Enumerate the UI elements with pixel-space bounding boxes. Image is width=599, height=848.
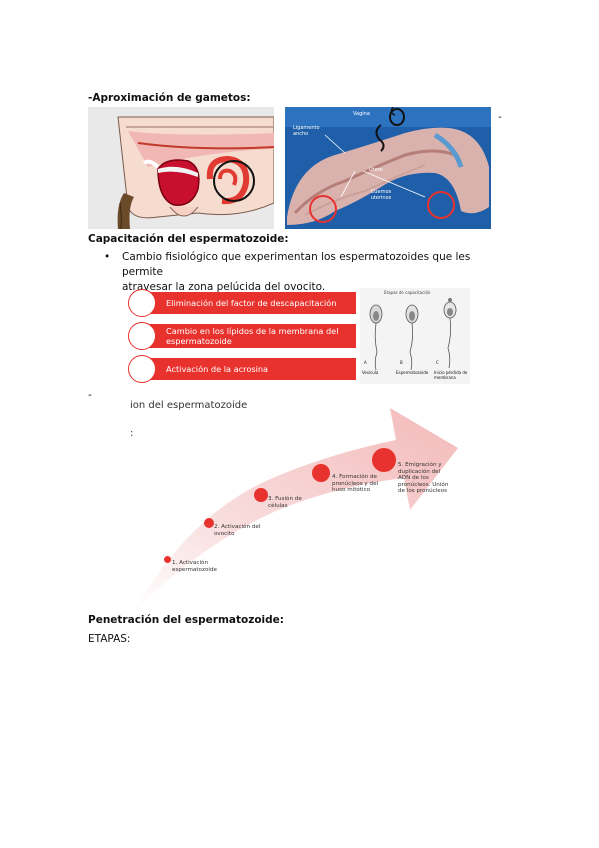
dash-marker-left: - [88, 389, 92, 401]
section-title-penetracion: Penetración del espermatozoide: [88, 614, 284, 626]
etapas-label: ETAPAS: [88, 633, 131, 645]
sperm-b-icon [405, 304, 419, 371]
sperm-caption-c: Inicio pérdida de membrana [434, 370, 468, 380]
partial-heading: ion del espermatozoide [130, 400, 248, 411]
dash-marker-right: - [498, 111, 502, 123]
uterus-photo: Vagina Ligamento ancho Útero Cuernos ute… [285, 106, 491, 229]
capacitation-step-1: Eliminación del factor de descapacitació… [140, 292, 356, 314]
bullet-dot: • [104, 251, 111, 263]
partial-colon: : [130, 428, 134, 439]
fertilization-arrow-diagram: 1. Activación espermatozoide 2. Activaci… [128, 406, 458, 614]
label-vagina: Vagina [353, 111, 370, 117]
sperm-label-c: C [436, 360, 439, 365]
section-title-aproximacion: -Aproximación de gametos: [88, 92, 251, 104]
uterus-photo-svg [285, 106, 491, 229]
step-4-dot [312, 464, 330, 482]
sperm-label-b: B [400, 360, 403, 365]
bullet-text: Cambio fisiológico que experimentan los … [122, 250, 502, 295]
capacitation-step-3-label: Activación de la acrosina [166, 364, 269, 374]
capacitation-step-2-circle [128, 322, 156, 350]
bullet-text-line-2: atravesar la zona pelúcida del ovocito. [122, 281, 326, 293]
capacitation-steps-diagram: Eliminación del factor de descapacitació… [128, 288, 356, 386]
sperm-capacitation-figure: Etapas de capacitación A B C Vesícula Es… [360, 288, 470, 384]
step-3-dot [254, 488, 268, 502]
sperm-a-icon [369, 304, 383, 371]
sperm-c-icon [443, 298, 457, 369]
capacitation-step-3-circle [128, 355, 156, 383]
sperm-caption-b: Espermatozoide [396, 370, 429, 375]
reproductive-diagram [88, 107, 275, 230]
step-2-dot [204, 518, 214, 528]
bullet-text-line-1: Cambio fisiológico que experimentan los … [122, 251, 471, 278]
step-5-dot [372, 448, 396, 472]
fertilization-arrow-svg [134, 408, 458, 612]
sperm-label-a: A [364, 360, 367, 365]
capacitation-step-2: Cambio en los lípidos de la membrana del… [140, 324, 356, 348]
label-ligamento: Ligamento ancho [293, 125, 320, 137]
label-utero: Útero [369, 167, 383, 173]
fertilization-step-2: 2. Activación del ovocito [214, 524, 261, 537]
reproductive-diagram-svg [88, 107, 275, 230]
fertilization-step-1: 1. Activación espermatozoide [172, 560, 217, 573]
fertilization-step-4: 4. Formación de pronúcleos y del huso mi… [332, 474, 379, 493]
fertilization-step-5: 5. Emigración y duplicación del ADN de l… [398, 462, 449, 494]
fertilization-step-3: 3. Fusión de células [268, 496, 302, 509]
sperm-caption-a: Vesícula [362, 370, 379, 375]
capacitation-step-1-label: Eliminación del factor de descapacitació… [166, 298, 337, 308]
step-1-dot [164, 556, 171, 563]
section-title-capacitacion: Capacitación del espermatozoide: [88, 233, 289, 245]
capacitation-step-1-circle [128, 289, 156, 317]
capacitation-step-3: Activación de la acrosina [140, 358, 356, 380]
label-cuernos: Cuernos uterinos [370, 189, 392, 201]
capacitation-step-2-label: Cambio en los lípidos de la membrana del… [166, 326, 339, 346]
sperm-figure-svg [369, 298, 457, 371]
sperm-figure-caption-top: Etapas de capacitación [384, 290, 431, 295]
